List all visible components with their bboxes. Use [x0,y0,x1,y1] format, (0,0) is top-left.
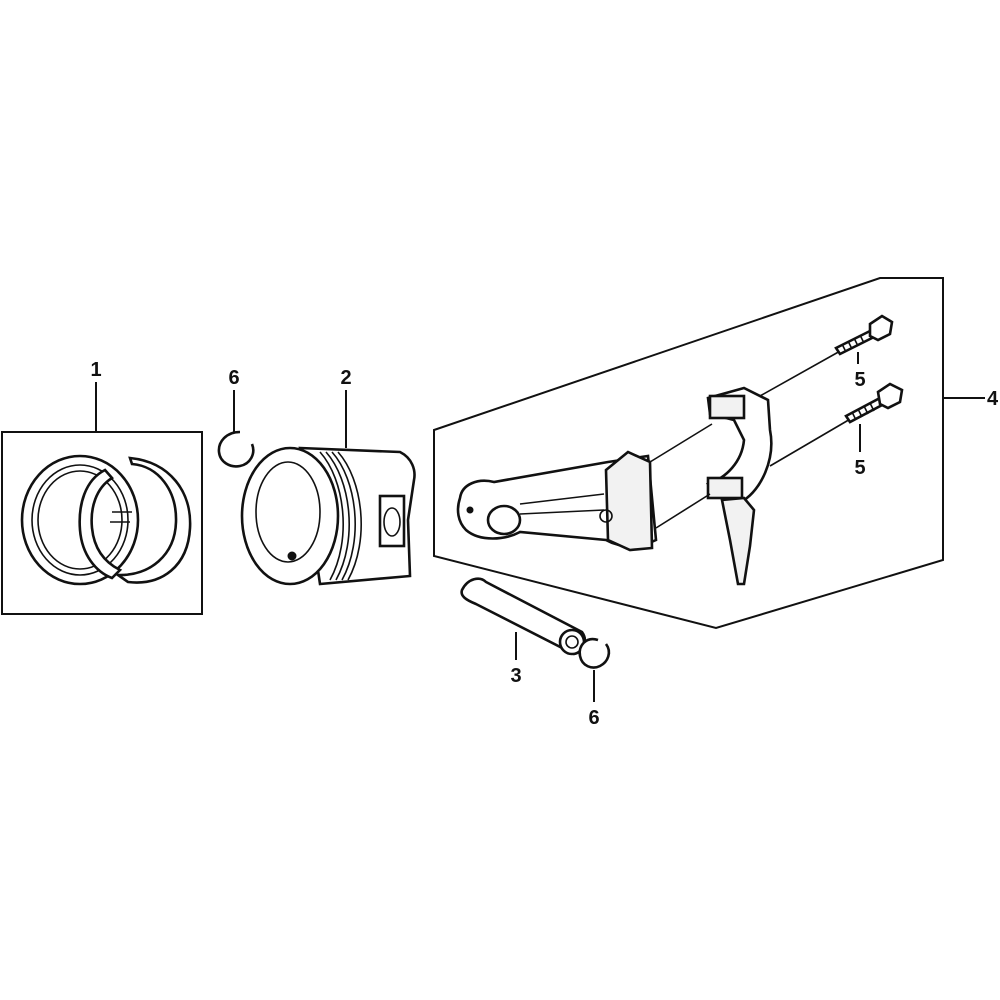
piston-groove-3 [331,451,356,581]
piston-crown-inner [255,461,321,563]
connecting-rod-assembly-box [433,277,985,630]
piston-crown-mark [287,551,297,561]
piston-pin-hole [383,507,401,537]
clip-right-shape [578,637,611,669]
callout-5-lower: 5 [854,457,865,479]
guide-line-3 [759,349,843,397]
rod-small-end-hole [486,504,522,536]
piston-ring-set [1,382,203,615]
callout-2: 2 [340,367,351,389]
bolt-lower-head [876,382,904,410]
piston-groove-1 [319,451,344,581]
callout-6-right: 6 [588,707,599,729]
callout-6-left: 6 [228,367,239,389]
piston [240,390,416,586]
clip-left-shape [217,430,255,468]
piston-ring-front-inner [31,464,129,576]
callout-4: 4 [987,388,999,410]
pin-bore [565,635,579,649]
cap-lug-bottom [706,476,744,500]
piston-groove-4 [337,451,362,581]
piston-ring-front-inner2 [37,470,123,570]
assembly-outline [433,277,944,630]
cap-lug-top [708,394,746,420]
connecting-rod-cap [705,386,773,586]
rod-bolt-upper [834,314,894,364]
guide-line-2 [655,493,711,529]
callout-3: 3 [510,665,521,687]
guide-line-1 [649,423,713,463]
rod-big-end [604,450,654,552]
piston-pin-clip-right [578,637,611,702]
callout-1: 1 [90,359,101,381]
piston-pin-clip-left [217,390,255,468]
callout-5-upper: 5 [854,369,865,391]
bolt-upper-thread [841,334,865,353]
cap-dipper [720,496,756,586]
guide-line-4 [769,417,853,467]
bolt-lower-thread [851,402,875,421]
rod-oil-hole [466,506,474,514]
rod-web [519,493,605,515]
piston-ring-back [113,456,192,584]
piston-groove-2 [325,451,350,581]
bolt-upper-head [868,314,894,342]
connecting-rod [456,450,658,552]
ring-set-box [1,431,203,615]
piston-pin [460,577,587,660]
rod-bolt-lower [844,382,904,452]
assembly-guide-lines [649,349,853,529]
rod-bolt-hole [599,509,613,523]
piston-ring-middle [78,468,123,580]
